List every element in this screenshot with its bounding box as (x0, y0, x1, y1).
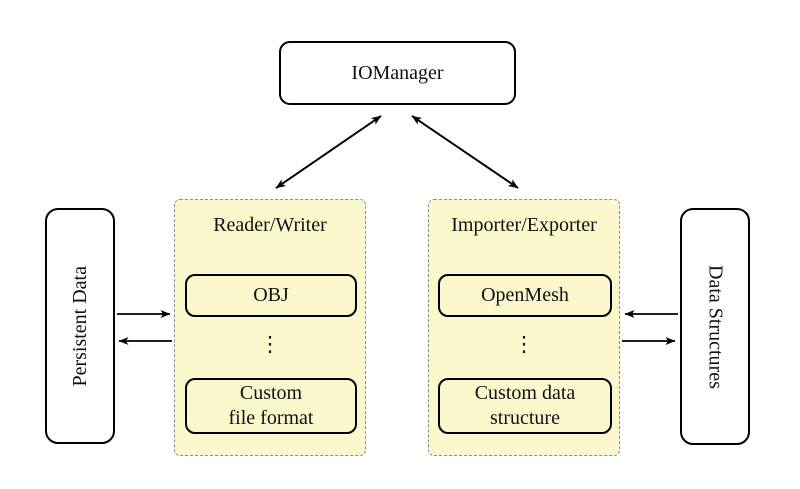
node-openmesh: OpenMesh (438, 274, 612, 317)
node-obj-label: OBJ (253, 284, 289, 306)
node-openmesh-label: OpenMesh (481, 284, 569, 306)
node-data-structures-label: Data Structures (704, 264, 727, 389)
node-persistent-data: Persistent Data (45, 208, 115, 444)
importer-exporter-ellipsis: ⋮ (513, 332, 535, 356)
node-custom-file-format: Custom file format (185, 378, 357, 434)
arrow-iomanager-importerexporter (411, 115, 519, 189)
group-reader-writer: Reader/Writer OBJ ⋮ Custom file format (174, 199, 366, 456)
node-persistent-data-label: Persistent Data (68, 265, 91, 387)
node-custom-file-format-label: Custom file format (228, 382, 314, 429)
node-obj: OBJ (185, 274, 357, 317)
node-data-structures: Data Structures (680, 208, 750, 445)
group-importer-exporter: Importer/Exporter OpenMesh ⋮ Custom data… (428, 199, 620, 456)
node-custom-data-structure: Custom data structure (438, 378, 612, 434)
node-custom-data-structure-label: Custom data structure (474, 382, 576, 429)
arrow-iomanager-readerwriter (275, 115, 382, 189)
node-iomanager-label: IOManager (351, 61, 444, 84)
reader-writer-ellipsis: ⋮ (259, 332, 281, 356)
group-reader-writer-title: Reader/Writer (213, 214, 327, 236)
group-importer-exporter-title: Importer/Exporter (451, 214, 597, 236)
node-iomanager: IOManager (279, 41, 516, 105)
